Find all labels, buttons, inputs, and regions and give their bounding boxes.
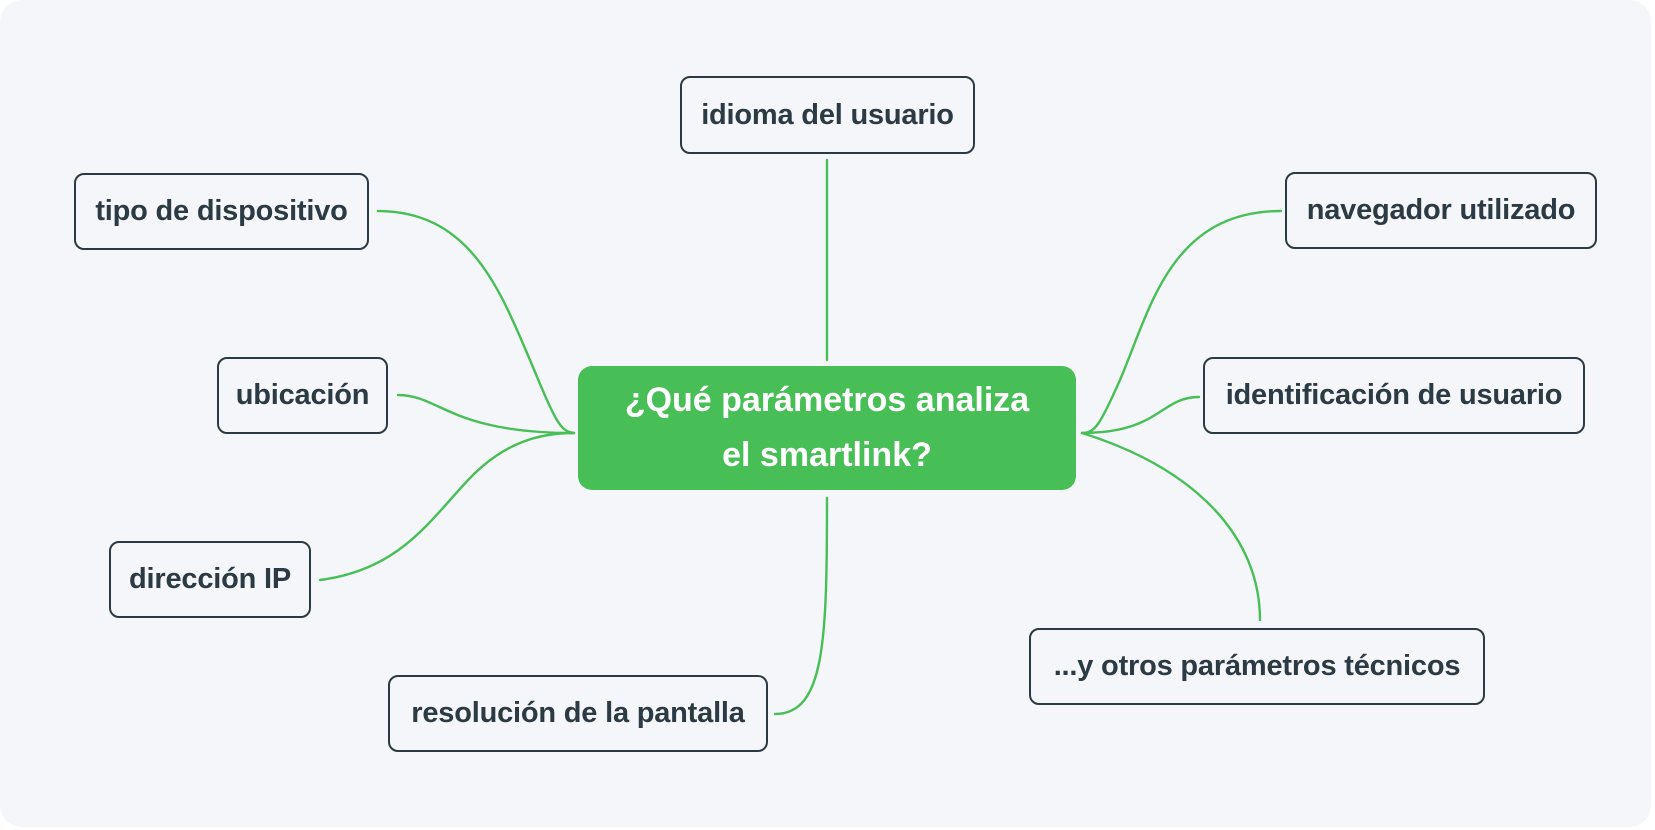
connector-ip — [318, 431, 576, 582]
node-label: ubicación — [235, 379, 370, 411]
node-otros-parametros-tecnicos[interactable]: ...y otros parámetros técnicos — [1029, 628, 1485, 705]
node-tipo-de-dispositivo[interactable]: tipo de dispositivo — [74, 173, 369, 250]
node-label: resolución de la pantalla — [411, 697, 745, 729]
node-ubicacion[interactable]: ubicación — [217, 357, 388, 434]
central-topic-line-1: ¿Qué parámetros analiza — [624, 381, 1030, 419]
connector-identificacion — [1080, 395, 1201, 435]
connector-ubicacion — [396, 393, 576, 435]
node-label: navegador utilizado — [1306, 194, 1576, 226]
node-identificacion-de-usuario[interactable]: identificación de usuario — [1203, 357, 1585, 434]
node-label: idioma del usuario — [701, 98, 954, 131]
node-label: dirección IP — [129, 563, 291, 595]
connector-resolucion — [773, 496, 829, 716]
central-topic-node[interactable]: ¿Qué parámetros analiza el smartlink? — [578, 366, 1076, 490]
connector-navegador — [1080, 209, 1283, 435]
node-label: identificación de usuario — [1225, 379, 1563, 411]
connector-otros — [1080, 431, 1262, 622]
node-label: ...y otros parámetros técnicos — [1053, 650, 1461, 682]
node-resolucion-de-la-pantalla[interactable]: resolución de la pantalla — [388, 675, 768, 752]
node-direccion-ip[interactable]: dirección IP — [109, 541, 311, 618]
central-topic-line-2: el smartlink? — [722, 436, 932, 474]
node-label: tipo de dispositivo — [95, 195, 348, 227]
connector-dispositivo — [376, 209, 576, 435]
node-idioma-del-usuario[interactable]: idioma del usuario — [680, 76, 975, 154]
node-navegador-utilizado[interactable]: navegador utilizado — [1285, 172, 1597, 249]
